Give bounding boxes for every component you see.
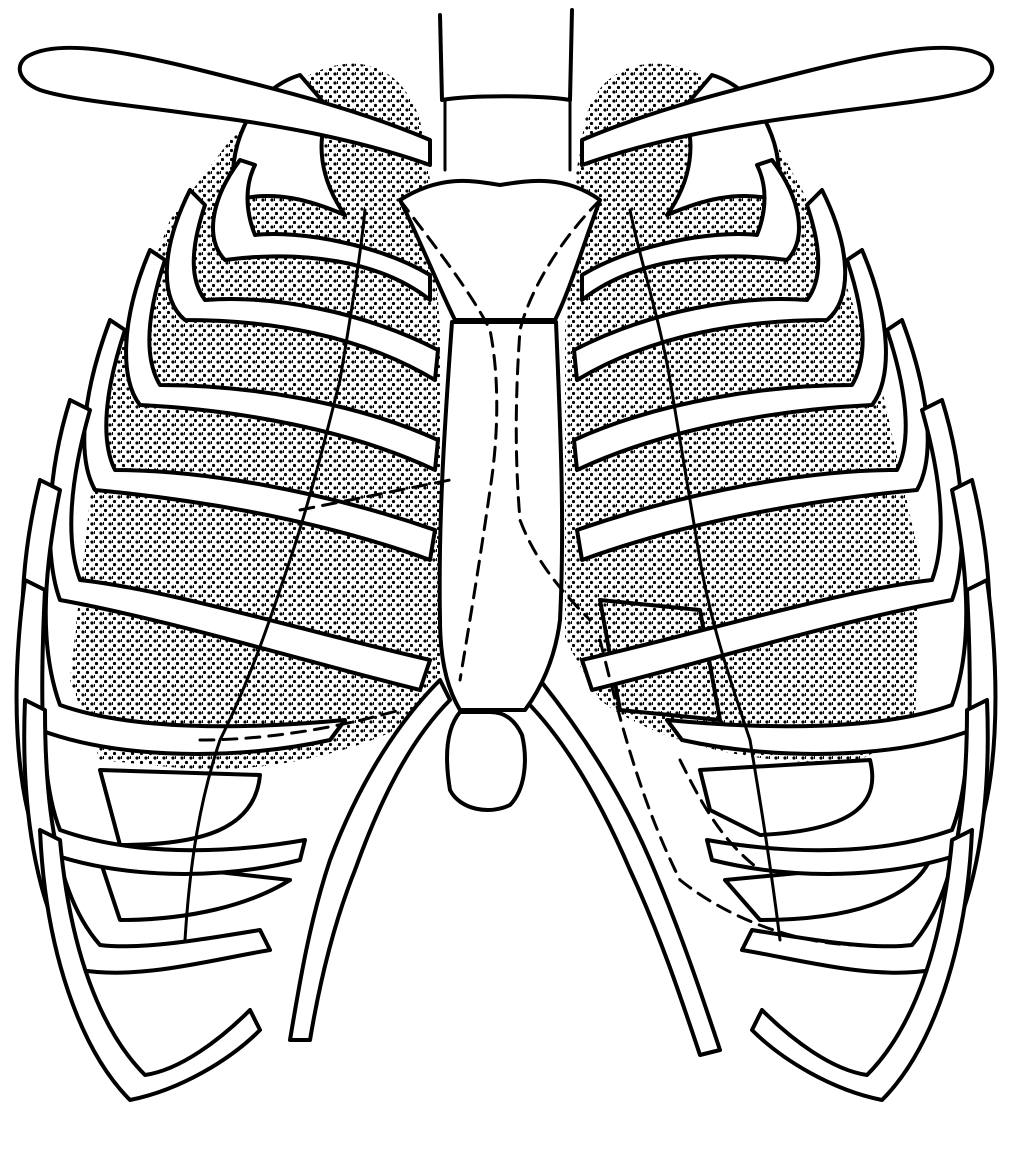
sternum-body — [440, 322, 562, 710]
xiphoid-process — [447, 712, 525, 810]
trachea — [440, 10, 572, 170]
